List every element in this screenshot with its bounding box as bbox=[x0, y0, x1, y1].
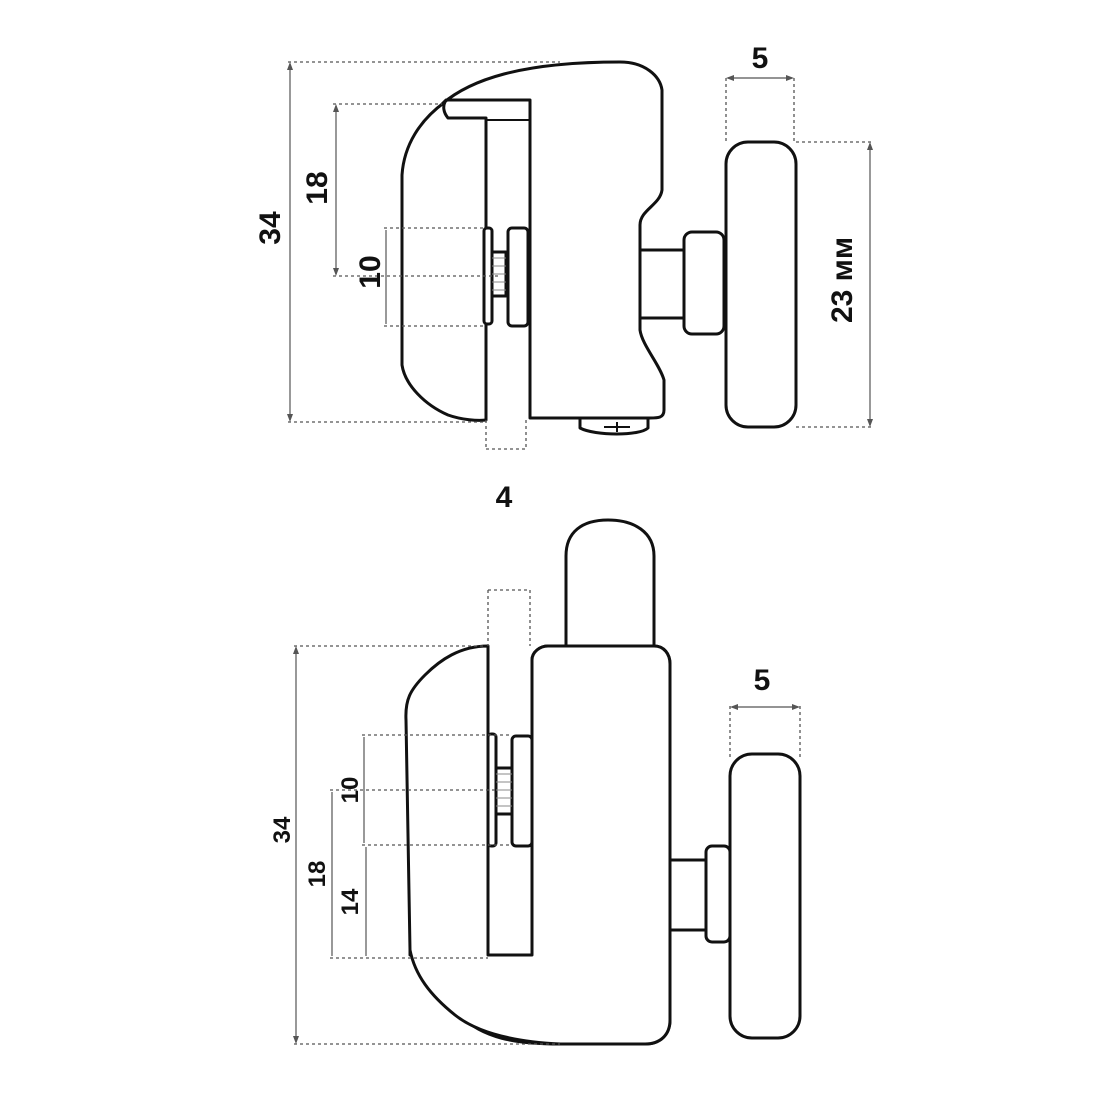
top-dim-wheel-diameter: 23 мм bbox=[826, 237, 859, 323]
bottom-dim-screw-zone: 10 bbox=[337, 777, 364, 804]
bottom-washer-right bbox=[510, 734, 534, 848]
bottom-wheel bbox=[728, 752, 802, 1040]
top-dim-screw-zone: 10 bbox=[354, 255, 387, 288]
top-dim-clamp-depth: 18 bbox=[301, 171, 334, 204]
top-dim-wheel-width: 5 bbox=[752, 42, 769, 75]
bottom-axle bbox=[668, 858, 712, 932]
top-screw-head bbox=[578, 416, 650, 436]
bottom-dim-lower-offset: 14 bbox=[337, 888, 364, 915]
top-wheel bbox=[724, 140, 798, 429]
bottom-dim-overall-height: 34 bbox=[269, 816, 296, 843]
top-body bbox=[440, 60, 666, 420]
top-dim-glass-thickness: 4 bbox=[496, 481, 513, 514]
top-washer-right bbox=[506, 226, 530, 328]
top-clamp-plate bbox=[400, 100, 488, 422]
top-axle bbox=[638, 248, 688, 320]
bottom-axle-collar bbox=[704, 844, 732, 944]
bottom-top-knob bbox=[564, 518, 656, 648]
bottom-view-roller: 34 18 10 14 5 bbox=[269, 518, 802, 1046]
bottom-bolt bbox=[494, 766, 514, 816]
bottom-dim-wheel-width: 5 bbox=[754, 664, 771, 697]
bottom-dim-clamp-depth: 18 bbox=[304, 861, 331, 888]
top-axle-collar bbox=[682, 230, 726, 336]
top-view-roller: 34 18 10 4 5 23 мм bbox=[254, 42, 873, 514]
top-dim-overall-height: 34 bbox=[254, 211, 287, 245]
bottom-clamp-plate bbox=[404, 644, 672, 1046]
